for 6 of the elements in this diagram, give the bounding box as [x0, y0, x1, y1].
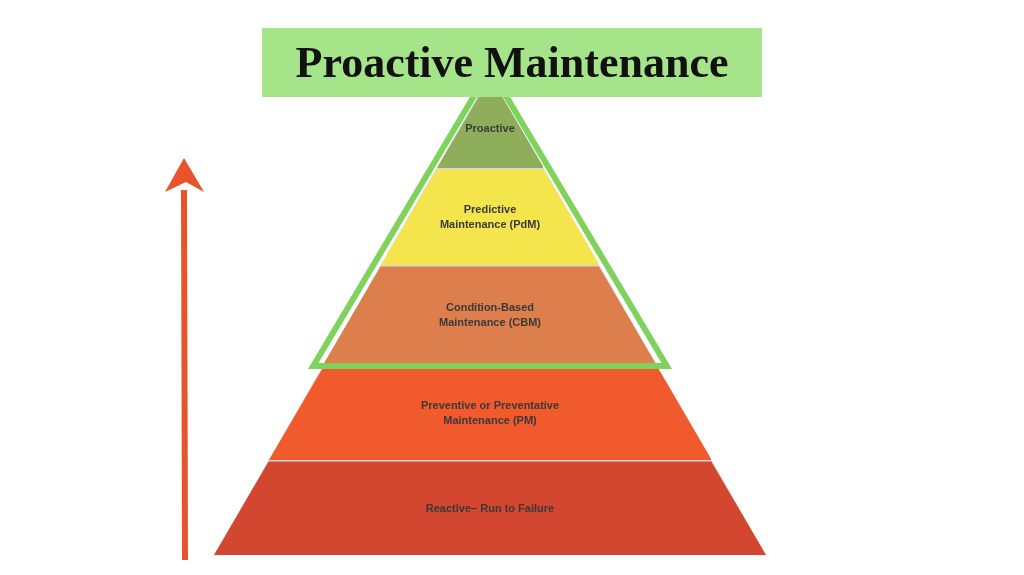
heading-banner: Proactive Maintenance — [262, 28, 762, 97]
tier-label: Reactive– Run to Failure — [424, 500, 556, 515]
tier-label: Condition-Based Maintenance (CBM) — [437, 300, 543, 330]
tier-label: Predictive Maintenance (PdM) — [438, 201, 542, 232]
tier-label: Proactive — [464, 120, 516, 135]
tier-label: Preventive or Preventative Maintenance (PM) — [419, 397, 561, 428]
